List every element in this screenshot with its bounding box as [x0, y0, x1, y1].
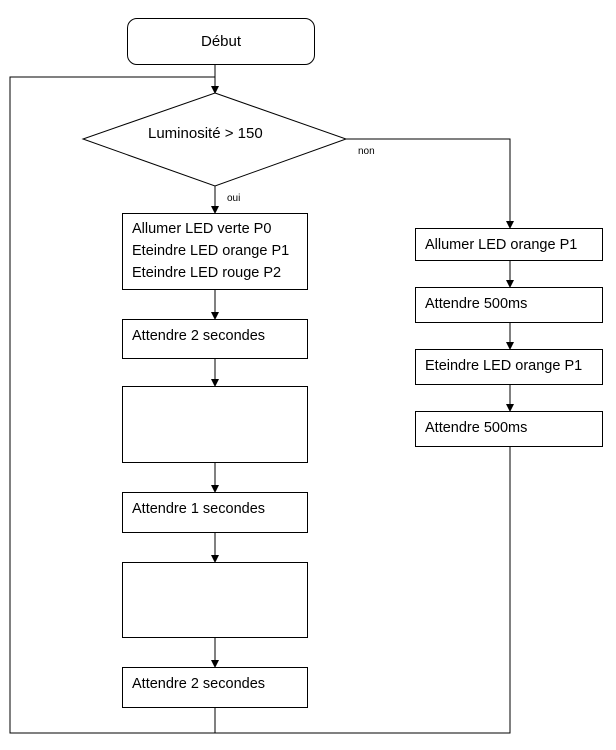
left-step-2: Attendre 2 secondes: [122, 319, 308, 359]
loop-back-line: [9, 76, 215, 734]
left-step-1: Allumer LED verte P0 Eteindre LED orange…: [122, 213, 308, 290]
left-step-1-line-1: Allumer LED verte P0: [132, 221, 272, 237]
left-step-4-label: Attendre 1 secondes: [132, 501, 266, 517]
loop-right-return: [214, 447, 511, 734]
right-step-3: Eteindre LED orange P1: [415, 349, 603, 385]
right-step-4-label: Attendre 500ms: [425, 420, 528, 436]
left-step-6: Attendre 2 secondes: [122, 667, 308, 708]
left-step-2-label: Attendre 2 secondes: [132, 328, 266, 344]
left-step-1-line-2: Eteindre LED orange P1: [132, 243, 290, 259]
right-step-2-label: Attendre 500ms: [425, 296, 528, 312]
left-step-4: Attendre 1 secondes: [122, 492, 308, 533]
start-label: Début: [200, 33, 242, 50]
right-step-2: Attendre 500ms: [415, 287, 603, 323]
no-label: non: [358, 146, 375, 157]
yes-label: oui: [227, 193, 241, 204]
left-step-5-empty: [122, 562, 308, 638]
right-step-4: Attendre 500ms: [415, 411, 603, 447]
decision-label: Luminosité > 150: [148, 125, 263, 142]
left-step-3-empty: [122, 386, 308, 463]
arrow-no: [346, 138, 514, 229]
right-step-3-label: Eteindre LED orange P1: [425, 358, 583, 374]
start-terminal: Début: [127, 18, 315, 65]
left-step-1-line-3: Eteindre LED rouge P2: [132, 265, 282, 281]
left-step-6-label: Attendre 2 secondes: [132, 676, 266, 692]
right-step-1-label: Allumer LED orange P1: [425, 237, 578, 253]
right-step-1: Allumer LED orange P1: [415, 228, 603, 261]
